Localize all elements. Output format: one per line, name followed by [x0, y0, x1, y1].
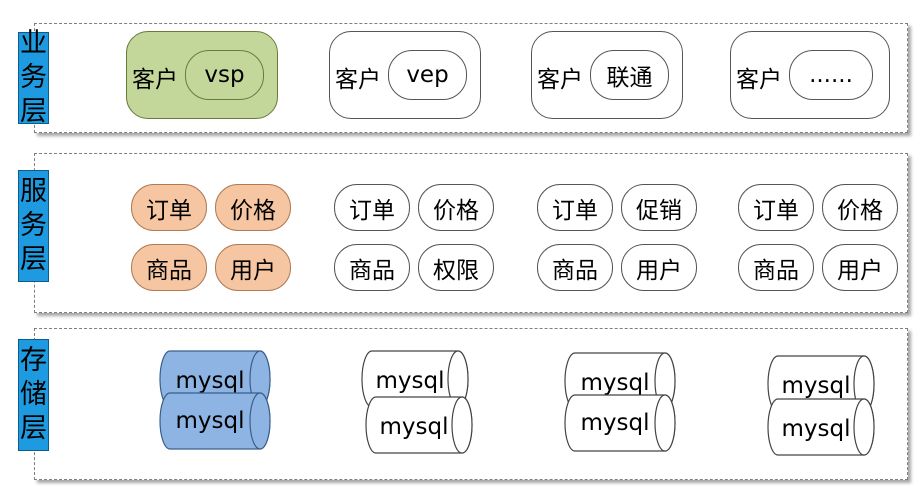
label-char: 务 [20, 62, 47, 93]
label-char: 服 [20, 176, 47, 207]
db-label: mysql [581, 410, 650, 436]
service-pill: 用户 [621, 244, 697, 291]
service-pill: 权限 [418, 244, 494, 291]
label-char: 存 [20, 345, 47, 376]
service-pill: 商品 [738, 244, 814, 291]
database-cylinder-top: mysql [361, 350, 469, 408]
service-pill: 商品 [334, 244, 410, 291]
client-label: 客户 [132, 67, 178, 93]
db-label: mysql [176, 368, 245, 394]
label-char: 业 [20, 28, 47, 59]
db-label: mysql [782, 416, 851, 442]
channel-pill: ...... [789, 50, 873, 100]
db-label: mysql [581, 370, 650, 396]
label-char: 层 [20, 96, 47, 127]
service-pill: 商品 [131, 244, 207, 291]
service-pill: 商品 [537, 244, 613, 291]
channel-pill: vep [388, 50, 467, 100]
label-char: 层 [20, 413, 47, 444]
client-label: 客户 [537, 67, 583, 93]
channel-pill: 联通 [590, 50, 669, 100]
label-char: 层 [20, 244, 47, 275]
service-pill: 订单 [738, 184, 814, 231]
database-cylinder-top: mysql [767, 355, 875, 413]
db-label: mysql [782, 373, 851, 399]
label-char: 务 [20, 210, 47, 241]
client-label: 客户 [335, 67, 381, 93]
service-pill: 订单 [334, 184, 410, 231]
service-pill: 用户 [822, 244, 898, 291]
service-pill: 价格 [215, 184, 291, 231]
database-cylinder-bottom: mysql [365, 396, 473, 454]
service-pill: 价格 [822, 184, 898, 231]
service-pill: 订单 [537, 184, 613, 231]
client-group-vsp: 客户 vsp [126, 31, 278, 119]
service-pill: 价格 [418, 184, 494, 231]
service-pill: 促销 [621, 184, 697, 231]
client-group-more: 客户 ...... [730, 31, 890, 119]
channel-pill: vsp [185, 50, 264, 100]
db-label: mysql [376, 368, 445, 394]
service-pill: 订单 [131, 184, 207, 231]
database-cylinder-bottom: mysql [159, 392, 271, 450]
storage-layer-label: 存 储 层 [18, 339, 49, 451]
client-label: 客户 [736, 67, 782, 93]
database-cylinder-bottom: mysql [767, 398, 875, 456]
client-group-unicom: 客户 联通 [531, 31, 683, 119]
business-layer-label: 业 务 层 [18, 28, 49, 127]
db-label: mysql [176, 408, 245, 434]
db-label: mysql [380, 414, 449, 440]
client-group-vep: 客户 vep [329, 31, 481, 119]
service-pill: 用户 [215, 244, 291, 291]
database-cylinder-bottom: mysql [564, 394, 676, 452]
service-layer-label: 服 务 层 [18, 170, 49, 282]
label-char: 储 [20, 379, 47, 410]
